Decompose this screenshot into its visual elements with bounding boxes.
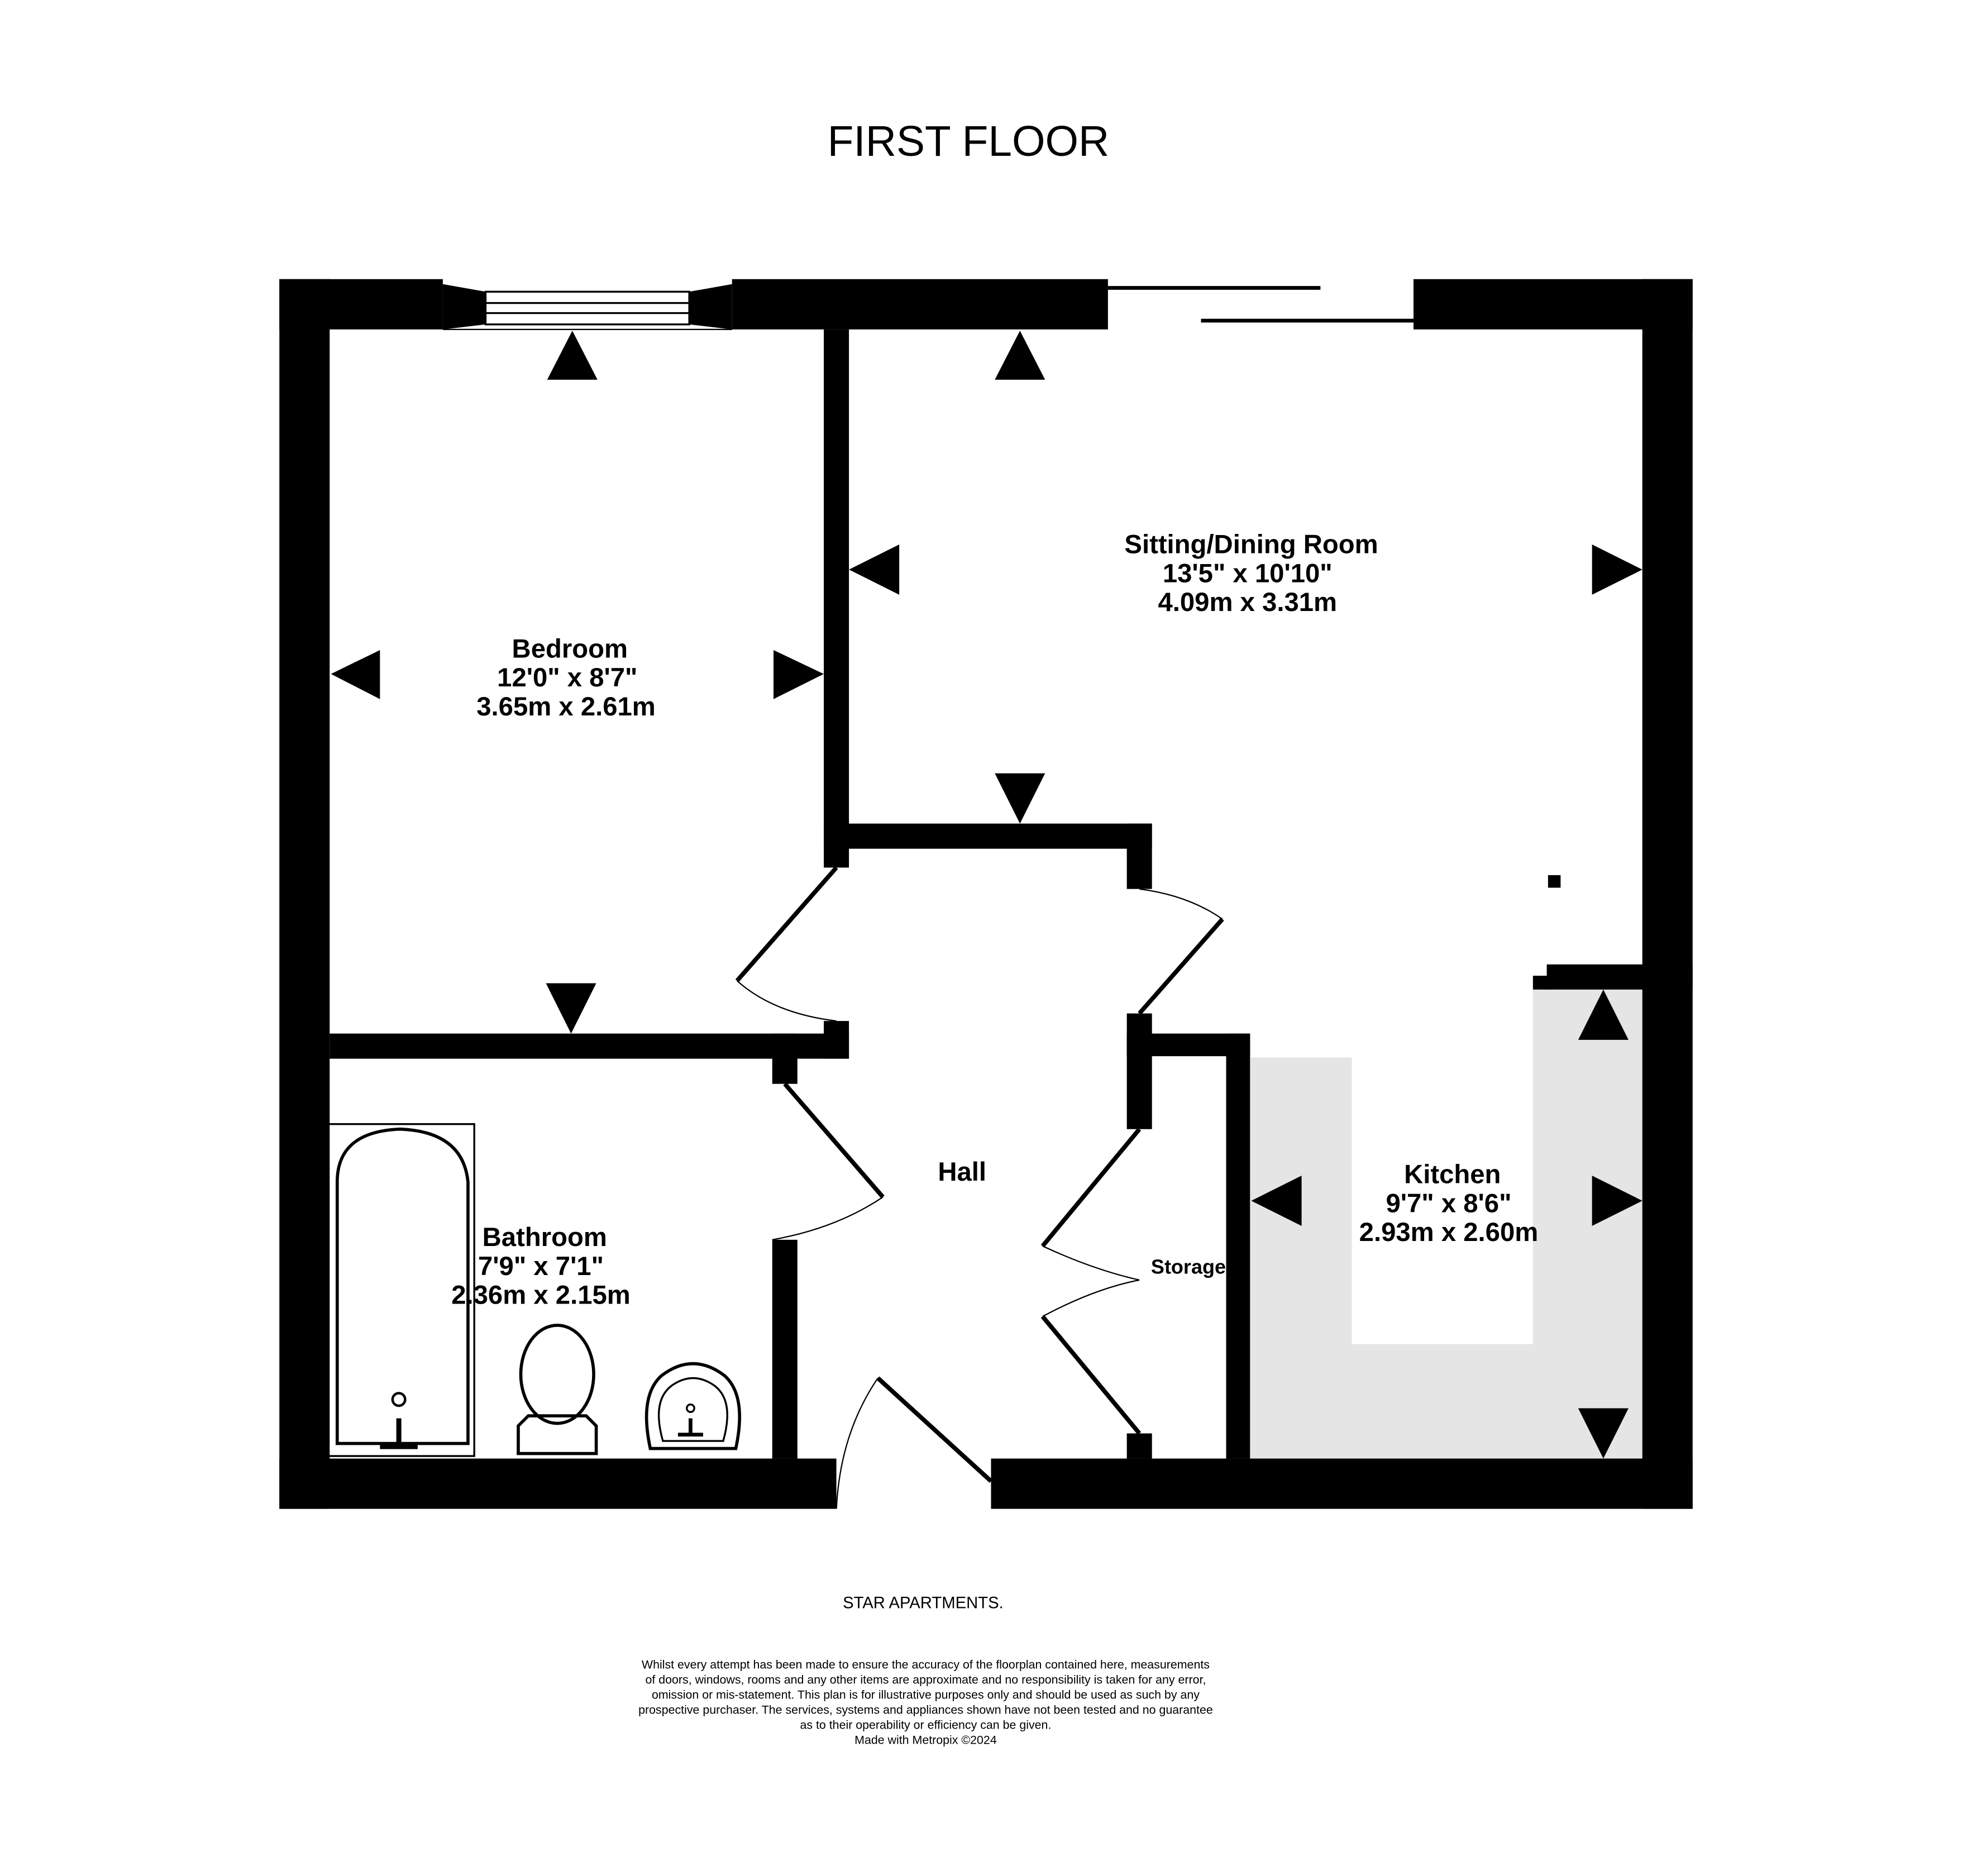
arrow-left-icon xyxy=(849,544,900,595)
page-title: FIRST FLOOR xyxy=(828,118,1110,165)
arrow-down-icon xyxy=(546,983,596,1034)
room-name: Kitchen xyxy=(1404,1160,1501,1190)
room-name: Bathroom xyxy=(483,1223,607,1252)
disclaimer-line: of doors, windows, rooms and any other i… xyxy=(645,1673,1206,1687)
washbasin-icon xyxy=(644,1362,742,1450)
sliding-door xyxy=(1107,286,1414,323)
room-bedroom-label: Bedroom 12'0" x 8'7" 3.65m x 2.61m xyxy=(476,634,656,722)
bath-icon xyxy=(323,1123,475,1457)
arrow-up-icon xyxy=(995,331,1045,380)
disclaimer: Whilst every attempt has been made to en… xyxy=(638,1658,1213,1747)
room-hall-label: Hall xyxy=(938,1157,986,1187)
arrow-right-icon xyxy=(1592,544,1642,595)
disclaimer-line: omission or mis-statement. This plan is … xyxy=(652,1688,1200,1702)
room-bathroom-label: Bathroom 7'9" x 7'1" 2.36m x 2.15m xyxy=(451,1223,631,1310)
bedroom-window xyxy=(442,284,732,330)
room-storage-label: Storage xyxy=(1151,1256,1226,1278)
room-dimensions-imperial: 12'0" x 8'7" xyxy=(497,663,637,693)
room-dimensions-metric: 2.36m x 2.15m xyxy=(451,1281,631,1310)
disclaimer-line: as to their operability or efficiency ca… xyxy=(800,1719,1051,1732)
arrow-down-icon xyxy=(995,773,1045,824)
arrow-right-icon xyxy=(773,650,824,699)
property-name: STAR APARTMENTS. xyxy=(843,1594,1004,1612)
walls xyxy=(279,279,1693,1509)
disclaimer-line: prospective purchaser. The services, sys… xyxy=(638,1703,1213,1717)
arrow-left-icon xyxy=(1251,1176,1302,1226)
arrow-up-icon xyxy=(547,331,598,380)
dimension-arrows xyxy=(331,331,1642,1459)
arrow-left-icon xyxy=(331,650,380,699)
room-dimensions-imperial: 7'9" x 7'1" xyxy=(478,1252,604,1281)
disclaimer-line: Whilst every attempt has been made to en… xyxy=(642,1658,1210,1672)
room-kitchen-label: Kitchen 9'7" x 8'6" 2.93m x 2.60m xyxy=(1359,1160,1539,1248)
room-name: Bedroom xyxy=(512,634,628,663)
arrow-up-icon xyxy=(1578,989,1629,1040)
room-dimensions-metric: 3.65m x 2.61m xyxy=(476,692,656,722)
room-dimensions-imperial: 9'7" x 8'6" xyxy=(1386,1188,1511,1218)
arrow-down-icon xyxy=(1578,1408,1629,1459)
room-sitting-label: Sitting/Dining Room 13'5" x 10'10" 4.09m… xyxy=(1124,530,1378,618)
kitchen-floor xyxy=(1250,989,1642,1459)
arrow-right-icon xyxy=(1592,1176,1642,1226)
doors xyxy=(735,866,1224,1509)
room-name: Sitting/Dining Room xyxy=(1124,530,1378,560)
toilet-icon xyxy=(517,1324,598,1455)
room-dimensions-metric: 4.09m x 3.31m xyxy=(1158,588,1337,617)
credit: Made with Metropix ©2024 xyxy=(854,1734,997,1747)
room-dimensions-metric: 2.93m x 2.60m xyxy=(1359,1218,1539,1247)
room-dimensions-imperial: 13'5" x 10'10" xyxy=(1163,558,1333,588)
